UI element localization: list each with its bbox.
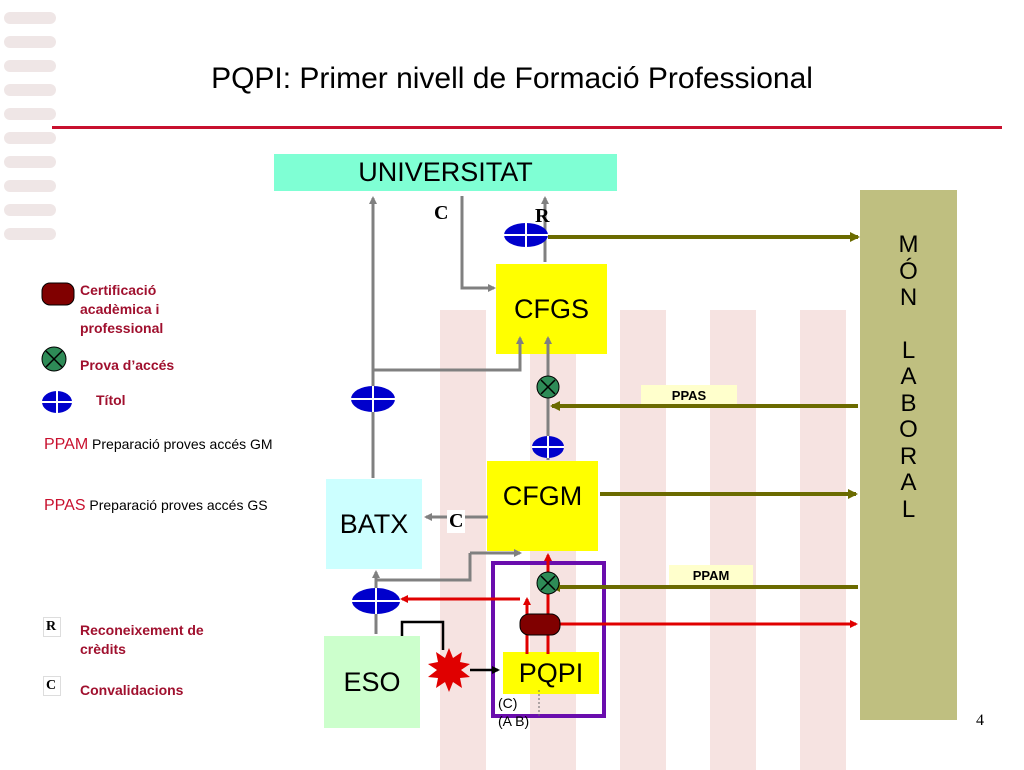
starburst-icon	[428, 648, 470, 692]
legend-prova-icon	[41, 346, 67, 372]
legend-certificacio-icon	[41, 282, 75, 306]
mon-laboral-letters: M Ó N L A B O R A L	[860, 231, 957, 523]
node-cfgm: CFGM	[487, 461, 598, 551]
legend-prova: Prova d’accés	[80, 357, 175, 373]
mon-letter: R	[899, 442, 918, 470]
legend-ppas-abbr: PPAS	[44, 497, 86, 514]
mon-letter: L	[901, 336, 916, 364]
titol-icon	[351, 386, 395, 412]
mon-letter: B	[900, 389, 917, 417]
node-pqpi: PQPI	[503, 652, 599, 694]
eso-pqpi-bracket	[400, 620, 445, 650]
eso-to-cfgm-line	[376, 553, 472, 582]
mon-letter: L	[901, 495, 916, 523]
title-divider	[52, 126, 1002, 129]
mon-letter: A	[900, 469, 917, 496]
legend-c-box: C	[43, 676, 61, 696]
legend-ppam-abbr: PPAM	[44, 436, 89, 453]
label-c-batx: C	[447, 510, 466, 533]
legend-ppam: PPAM Preparació proves accés GM	[44, 434, 284, 455]
mon-letter: N	[899, 284, 918, 311]
mon-letter: O	[899, 416, 918, 443]
legend-titol-icon	[42, 391, 72, 413]
titol-icon	[504, 223, 548, 247]
ppas-label: PPAS	[641, 385, 737, 405]
legend-r-box: R	[43, 617, 61, 637]
node-universitat: UNIVERSITAT	[274, 154, 617, 191]
legend-reconeixement: Reconeixement de crèdits	[80, 622, 204, 657]
titol-icon	[352, 588, 400, 614]
node-batx: BATX	[326, 479, 422, 569]
legend-ppam-desc: Preparació proves accés GM	[92, 436, 273, 452]
legend-titol: Títol	[96, 392, 126, 408]
mon-letter: Ó	[899, 257, 918, 285]
legend-ppas: PPAS Preparació proves accés GS	[44, 495, 294, 516]
legend-ppas-desc: Preparació proves accés GS	[89, 497, 268, 513]
batx-to-cfgs-arrow	[373, 336, 524, 372]
mon-letter: M	[898, 231, 919, 258]
label-c-top: C	[434, 202, 449, 224]
prova-acces-icon	[536, 375, 560, 399]
label-r-top: R	[535, 205, 550, 227]
pqpi-note-ab: (A B)	[498, 713, 530, 729]
mon-letter: A	[900, 363, 917, 390]
legend-certificacio: Certificació acadèmica i professional	[80, 282, 164, 336]
page-number: 4	[976, 712, 984, 729]
universitat-to-cfgs-arrow	[460, 196, 496, 292]
node-eso: ESO	[324, 636, 420, 728]
node-mon-laboral: M Ó N L A B O R A L	[860, 190, 957, 720]
legend-convalidacions: Convalidacions	[80, 682, 184, 698]
certificacio-icon	[519, 613, 561, 636]
titol-icon	[532, 436, 564, 458]
ppam-label: PPAM	[669, 565, 753, 585]
pqpi-note-c: (C)	[498, 695, 518, 711]
prova-acces-icon	[536, 571, 560, 595]
slide-title: PQPI: Primer nivell de Formació Professi…	[211, 62, 813, 95]
watermark-logo	[0, 0, 60, 260]
watermark-stripes	[440, 310, 860, 770]
